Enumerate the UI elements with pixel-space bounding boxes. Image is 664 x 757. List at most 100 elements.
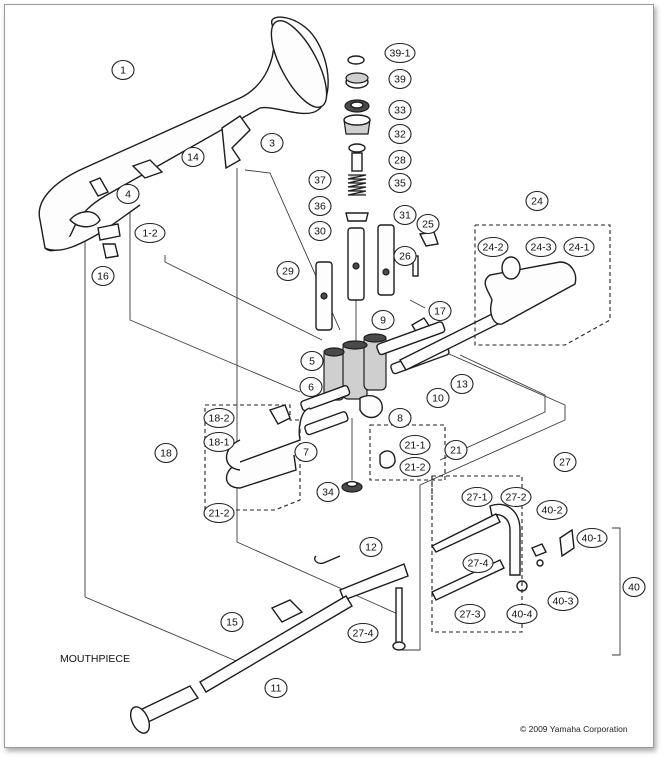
part-number: 18-2 — [208, 413, 229, 425]
part-number: 27-4 — [352, 628, 373, 640]
part-callout-27-4: 27-4 — [462, 552, 494, 574]
part-callout-3: 3 — [260, 132, 284, 154]
callout-labels: 131441-21639-139333228353736313025262924… — [91, 42, 646, 699]
part-callout-27-4: 27-4 — [347, 622, 379, 644]
part-number: 27-3 — [459, 609, 480, 621]
part-callout-8: 8 — [388, 407, 412, 429]
part-number: 27-1 — [466, 492, 487, 504]
part-callout-40-2: 40-2 — [536, 499, 568, 521]
mouthpiece-label: MOUTHPIECE — [60, 653, 131, 665]
part-number: 33 — [394, 105, 406, 117]
part-callout-34: 34 — [316, 481, 340, 503]
part-callout-18-1: 18-1 — [203, 431, 235, 453]
part-number: 39 — [394, 74, 406, 86]
part-number: 40-1 — [581, 533, 602, 545]
part-number: 1-2 — [142, 228, 157, 240]
part-callout-27-3: 27-3 — [454, 603, 486, 625]
part-number: 40-2 — [541, 505, 562, 517]
part-number: 32 — [394, 129, 406, 141]
part-callout-1-2: 1-2 — [134, 222, 166, 244]
part-number: 3 — [269, 138, 275, 150]
part-number: 9 — [380, 315, 386, 327]
part-number: 24 — [531, 196, 543, 208]
part-number: 31 — [399, 210, 411, 222]
part-number: 5 — [309, 356, 315, 368]
part-number: 36 — [314, 201, 326, 213]
part-callout-21-1: 21-1 — [399, 434, 431, 456]
part-number: 21-2 — [208, 508, 229, 520]
part-callout-24: 24 — [525, 190, 549, 212]
part-callout-39: 39 — [388, 68, 412, 90]
part-callout-12: 12 — [359, 536, 383, 558]
valve-block — [300, 321, 450, 493]
part-number: 24-3 — [530, 242, 551, 254]
part-callout-21-2: 21-2 — [203, 502, 235, 524]
part-callout-40-1: 40-1 — [576, 527, 608, 549]
part-number: 10 — [432, 393, 444, 405]
part-callout-15: 15 — [220, 611, 244, 633]
tubing — [129, 256, 577, 734]
part-number: 27-4 — [467, 558, 488, 570]
part-callout-33: 33 — [388, 99, 412, 121]
part-callout-21-2: 21-2 — [399, 456, 431, 478]
part-callout-24-1: 24-1 — [563, 236, 595, 258]
part-number: 21-2 — [404, 462, 425, 474]
part-callout-35: 35 — [388, 172, 412, 194]
part-callout-11: 11 — [264, 677, 288, 699]
part-callout-18: 18 — [154, 442, 178, 464]
part-number: 39-1 — [389, 48, 410, 60]
part-number: 40-4 — [511, 609, 532, 621]
part-callout-26: 26 — [393, 245, 417, 267]
part-callout-6: 6 — [299, 376, 323, 398]
part-callout-36: 36 — [308, 195, 332, 217]
part-callout-7: 7 — [294, 441, 318, 463]
bell-section — [38, 16, 329, 259]
part-number: 1 — [120, 65, 126, 77]
part-callout-1: 1 — [111, 59, 135, 81]
part-callout-27-1: 27-1 — [461, 486, 493, 508]
part-number: 14 — [187, 152, 199, 164]
part-number: 29 — [282, 266, 294, 278]
part-number: 40 — [628, 582, 640, 594]
part-callout-32: 32 — [388, 123, 412, 145]
part-number: 12 — [365, 542, 377, 554]
part-number: 13 — [456, 379, 468, 391]
part-callout-17: 17 — [428, 300, 452, 322]
part-number: 40-3 — [552, 596, 573, 608]
part-number: 34 — [322, 487, 334, 499]
part-number: 25 — [422, 219, 434, 231]
part-number: 35 — [394, 178, 406, 190]
part-number: 30 — [314, 226, 326, 238]
part-callout-40-4: 40-4 — [506, 603, 538, 625]
part-callout-40: 40 — [622, 576, 646, 598]
part-number: 6 — [308, 382, 314, 394]
part-number: 7 — [303, 447, 309, 459]
part-number: 21-1 — [404, 440, 425, 452]
part-callout-13: 13 — [450, 373, 474, 395]
part-number: 16 — [97, 271, 109, 283]
part-callout-10: 10 — [426, 387, 450, 409]
part-number: 21 — [450, 445, 462, 457]
part-callout-14: 14 — [181, 146, 205, 168]
part-callout-27-2: 27-2 — [500, 486, 532, 508]
part-number: 28 — [394, 155, 406, 167]
part-number: 24-2 — [482, 242, 503, 254]
part-number: 15 — [226, 617, 238, 629]
copyright-notice: © 2009 Yamaha Corporation — [520, 724, 628, 734]
part-callout-4: 4 — [116, 183, 140, 205]
valve-parts — [315, 55, 439, 339]
part-number: 11 — [271, 683, 282, 695]
part-callout-29: 29 — [276, 260, 300, 282]
part-callout-24-2: 24-2 — [477, 236, 509, 258]
part-callout-21: 21 — [444, 439, 468, 461]
part-callout-40-3: 40-3 — [547, 590, 579, 612]
part-callout-24-3: 24-3 — [525, 236, 557, 258]
part-callout-25: 25 — [416, 213, 440, 235]
part-callout-5: 5 — [300, 350, 324, 372]
part-number: 27 — [559, 457, 571, 469]
part-callout-30: 30 — [308, 220, 332, 242]
part-number: 17 — [434, 306, 446, 318]
part-number: 27-2 — [505, 492, 526, 504]
part-number: 18-1 — [208, 437, 229, 449]
